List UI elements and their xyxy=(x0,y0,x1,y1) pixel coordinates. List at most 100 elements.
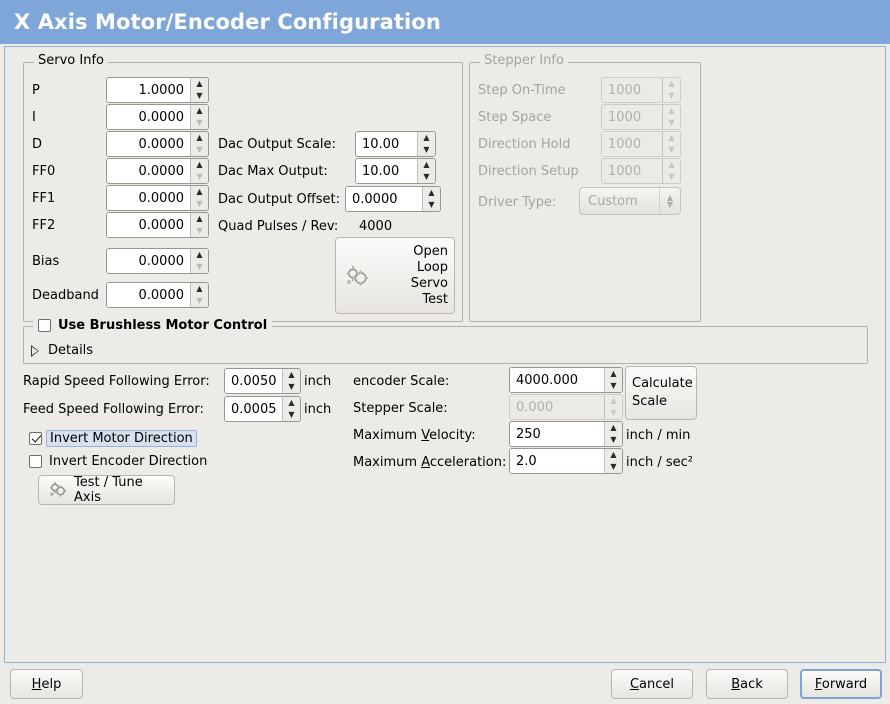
dac-output-scale-buttons[interactable]: ▲ ▼ xyxy=(417,132,435,156)
calculate-scale-line-2: Scale xyxy=(632,394,667,409)
servo-spin-ff2-buttons[interactable]: ▲ ▼ xyxy=(190,213,208,237)
spin-up-icon[interactable]: ▲ xyxy=(196,133,203,142)
spin-up-icon[interactable]: ▲ xyxy=(196,79,203,88)
spin-up-icon[interactable]: ▲ xyxy=(288,370,295,379)
servo-spin-ff1[interactable]: 0.0000 ▲ ▼ xyxy=(106,185,209,211)
spin-up-icon[interactable]: ▲ xyxy=(196,106,203,115)
feed-following-error-buttons[interactable]: ▲ ▼ xyxy=(282,397,300,421)
servo-spin-d[interactable]: 0.0000 ▲ ▼ xyxy=(106,131,209,157)
spin-up-icon[interactable]: ▲ xyxy=(428,188,435,197)
dac-output-offset-spin[interactable]: 0.0000 ▲ ▼ xyxy=(345,186,441,212)
servo-spin-deadband[interactable]: 0.0000 ▲ ▼ xyxy=(106,282,209,308)
maximum-acceleration-buttons[interactable]: ▲ ▼ xyxy=(604,449,622,473)
servo-spin-ff0[interactable]: 0.0000 ▲ ▼ xyxy=(106,158,209,184)
spin-up-icon[interactable]: ▲ xyxy=(610,369,617,378)
maximum-velocity-buttons[interactable]: ▲ ▼ xyxy=(604,422,622,446)
spin-up-icon[interactable]: ▲ xyxy=(196,250,203,259)
checkbox-box[interactable] xyxy=(29,432,42,445)
spin-down-icon[interactable]: ▼ xyxy=(288,382,295,391)
spin-up-icon[interactable]: ▲ xyxy=(610,423,617,432)
dac-output-scale-value[interactable]: 10.00 xyxy=(356,132,417,156)
dac-max-output-label: Dac Max Output: xyxy=(218,164,328,179)
driver-type-label: Driver Type: xyxy=(478,195,557,210)
dac-output-offset-buttons[interactable]: ▲ ▼ xyxy=(422,187,440,211)
use-brushless-motor-control-checkbox[interactable]: Use Brushless Motor Control xyxy=(33,318,273,333)
dac-max-output-value[interactable]: 10.00 xyxy=(356,159,417,183)
maximum-velocity-spin[interactable]: 250 ▲ ▼ xyxy=(509,421,623,447)
maximum-acceleration-value[interactable]: 2.0 xyxy=(510,449,604,473)
spin-up-icon[interactable]: ▲ xyxy=(196,187,203,196)
servo-spin-d-value[interactable]: 0.0000 xyxy=(107,132,190,156)
maximum-velocity-value[interactable]: 250 xyxy=(510,422,604,446)
cancel-button[interactable]: Cancel xyxy=(611,669,693,699)
calculate-scale-button[interactable]: Calculate Scale xyxy=(625,366,697,420)
spin-down-icon[interactable]: ▼ xyxy=(423,172,430,181)
checkbox-box[interactable] xyxy=(38,319,51,332)
servo-spin-p[interactable]: 1.0000 ▲ ▼ xyxy=(106,77,209,103)
spin-down-icon[interactable]: ▼ xyxy=(610,462,617,471)
step-space-spin: 1000 ▲ ▼ xyxy=(601,104,681,130)
feed-following-error-spin[interactable]: 0.0005 ▲ ▼ xyxy=(224,396,301,422)
chevron-right-icon[interactable] xyxy=(31,345,39,357)
open-loop-servo-test-button[interactable]: Open Loop Servo Test xyxy=(335,237,455,314)
spin-down-icon[interactable]: ▼ xyxy=(610,435,617,444)
invert-motor-direction-checkbox[interactable]: Invert Motor Direction xyxy=(29,430,197,447)
servo-spin-deadband-buttons[interactable]: ▲ ▼ xyxy=(190,283,208,307)
servo-spin-deadband-value[interactable]: 0.0000 xyxy=(107,283,190,307)
spin-down-icon[interactable]: ▼ xyxy=(196,91,203,100)
test-tune-axis-button[interactable]: Test / Tune Axis xyxy=(38,475,175,505)
dac-max-output-spin[interactable]: 10.00 ▲ ▼ xyxy=(355,158,436,184)
rapid-following-error-value[interactable]: 0.0050 xyxy=(225,369,282,393)
rapid-following-error-buttons[interactable]: ▲ ▼ xyxy=(282,369,300,393)
encoder-scale-buttons[interactable]: ▲ ▼ xyxy=(604,368,622,392)
servo-spin-p-buttons[interactable]: ▲ ▼ xyxy=(190,78,208,102)
checkbox-box[interactable] xyxy=(29,455,42,468)
servo-spin-bias-buttons[interactable]: ▲ ▼ xyxy=(190,249,208,273)
servo-label-ff2: FF2 xyxy=(32,218,56,233)
spin-down-icon[interactable]: ▼ xyxy=(428,200,435,209)
dac-output-offset-value[interactable]: 0.0000 xyxy=(346,187,422,211)
spin-up-icon[interactable]: ▲ xyxy=(423,133,430,142)
rapid-following-error-spin[interactable]: 0.0050 ▲ ▼ xyxy=(224,368,301,394)
maximum-acceleration-spin[interactable]: 2.0 ▲ ▼ xyxy=(509,448,623,474)
servo-spin-ff0-buttons[interactable]: ▲ ▼ xyxy=(190,159,208,183)
servo-spin-p-value[interactable]: 1.0000 xyxy=(107,78,190,102)
feed-following-error-value[interactable]: 0.0005 xyxy=(225,397,282,421)
servo-spin-i[interactable]: 0.0000 ▲ ▼ xyxy=(106,104,209,130)
servo-spin-ff1-buttons[interactable]: ▲ ▼ xyxy=(190,186,208,210)
encoder-scale-value[interactable]: 4000.000 xyxy=(510,368,604,392)
details-disclosure[interactable]: Details xyxy=(31,343,93,359)
spin-down-icon[interactable]: ▼ xyxy=(423,145,430,154)
spin-up-icon[interactable]: ▲ xyxy=(196,160,203,169)
servo-spin-bias-value[interactable]: 0.0000 xyxy=(107,249,190,273)
spin-up-icon[interactable]: ▲ xyxy=(423,160,430,169)
encoder-scale-spin[interactable]: 4000.000 ▲ ▼ xyxy=(509,367,623,393)
spin-up-icon[interactable]: ▲ xyxy=(610,450,617,459)
spin-down-icon[interactable]: ▼ xyxy=(610,381,617,390)
servo-spin-ff2[interactable]: 0.0000 ▲ ▼ xyxy=(106,212,209,238)
dialog-footer: Help Cancel Back Forward xyxy=(0,664,890,704)
spin-down-icon[interactable]: ▼ xyxy=(288,410,295,419)
spin-up-icon[interactable]: ▲ xyxy=(288,398,295,407)
open-loop-line-1: Open xyxy=(413,243,448,259)
direction-setup-buttons: ▲ ▼ xyxy=(662,159,680,183)
servo-spin-ff1-value[interactable]: 0.0000 xyxy=(107,186,190,210)
servo-spin-i-buttons[interactable]: ▲ ▼ xyxy=(190,105,208,129)
help-button[interactable]: Help xyxy=(10,669,83,699)
help-mnemonic: H xyxy=(31,676,42,692)
back-button[interactable]: Back xyxy=(706,669,788,699)
servo-spin-i-value[interactable]: 0.0000 xyxy=(107,105,190,129)
open-loop-servo-test-label: Open Loop Servo Test xyxy=(374,244,448,308)
servo-spin-d-buttons[interactable]: ▲ ▼ xyxy=(190,132,208,156)
spin-up-icon[interactable]: ▲ xyxy=(196,284,203,293)
servo-spin-ff0-value[interactable]: 0.0000 xyxy=(107,159,190,183)
servo-spin-bias[interactable]: 0.0000 ▲ ▼ xyxy=(106,248,209,274)
dac-max-output-buttons[interactable]: ▲ ▼ xyxy=(417,159,435,183)
invert-encoder-direction-checkbox[interactable]: Invert Encoder Direction xyxy=(29,454,207,469)
spin-up-icon[interactable]: ▲ xyxy=(196,214,203,223)
forward-button[interactable]: Forward xyxy=(800,669,882,699)
open-loop-line-3: Servo xyxy=(410,275,448,291)
servo-spin-ff2-value[interactable]: 0.0000 xyxy=(107,213,190,237)
spin-down-icon: ▼ xyxy=(196,296,203,305)
dac-output-scale-spin[interactable]: 10.00 ▲ ▼ xyxy=(355,131,436,157)
